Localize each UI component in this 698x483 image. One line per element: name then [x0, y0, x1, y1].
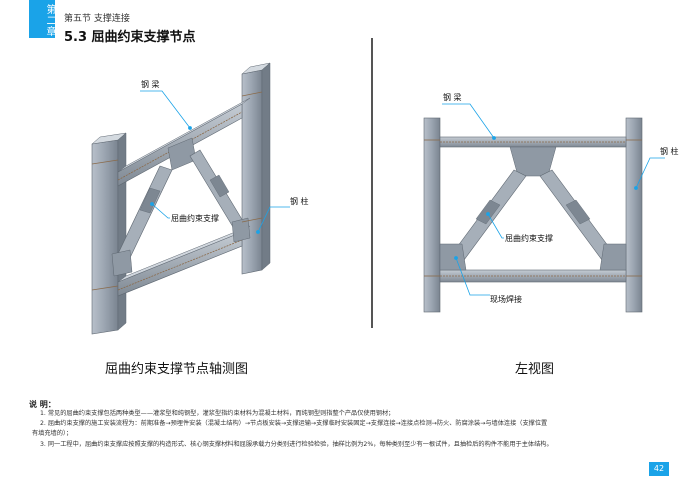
- caption-side-view: 左视图: [515, 362, 555, 377]
- callout-column-right: 钢 柱: [660, 146, 679, 156]
- callout-weld-right: 现场焊接: [490, 294, 522, 304]
- note-item-3: 3. 同一工程中，屈曲约束支撑应按照支撑的构造形式、核心钢支撑材料和屈服承载力分…: [40, 441, 553, 448]
- steel-column-left: [91, 139, 119, 335]
- note-item-2: 2. 屈曲约束支撑的施工安装流程为：前期准备→预埋件安装（混凝土结构）→节点板安…: [40, 420, 548, 427]
- callout-beam-right: 钢 梁: [443, 92, 462, 102]
- steel-column-left-elev: [423, 117, 441, 313]
- page-title: 5.3 屈曲约束支撑节点: [64, 30, 196, 45]
- notes-heading: 说 明：: [29, 400, 56, 409]
- callout-beam-left: 钢 梁: [141, 79, 160, 89]
- isometric-view: [91, 62, 271, 335]
- caption-isometric: 屈曲约束支撑节点轴测图: [105, 362, 249, 377]
- callouts-left: [140, 90, 290, 234]
- note-item-2-cont: 有填充墙的）；: [32, 430, 73, 437]
- note-item-1: 1. 常见的屈曲约束支撑包括两种类型——灌浆型和纯钢型，灌浆型指约束材料为混凝土…: [40, 410, 395, 417]
- page-number: 42: [649, 462, 669, 476]
- steel-column-right-elev: [625, 117, 643, 313]
- callout-brace-left: 屈曲约束支撑: [171, 213, 219, 223]
- callout-column-left: 钢 柱: [290, 196, 309, 206]
- callout-brace-right: 屈曲约束支撑: [505, 233, 553, 243]
- side-view: [423, 117, 643, 313]
- figure-divider: [371, 38, 373, 328]
- section-label: 第五节 支撑连接: [64, 14, 130, 24]
- callouts-right: [442, 103, 665, 296]
- chapter-tab: 第二章: [29, 0, 55, 38]
